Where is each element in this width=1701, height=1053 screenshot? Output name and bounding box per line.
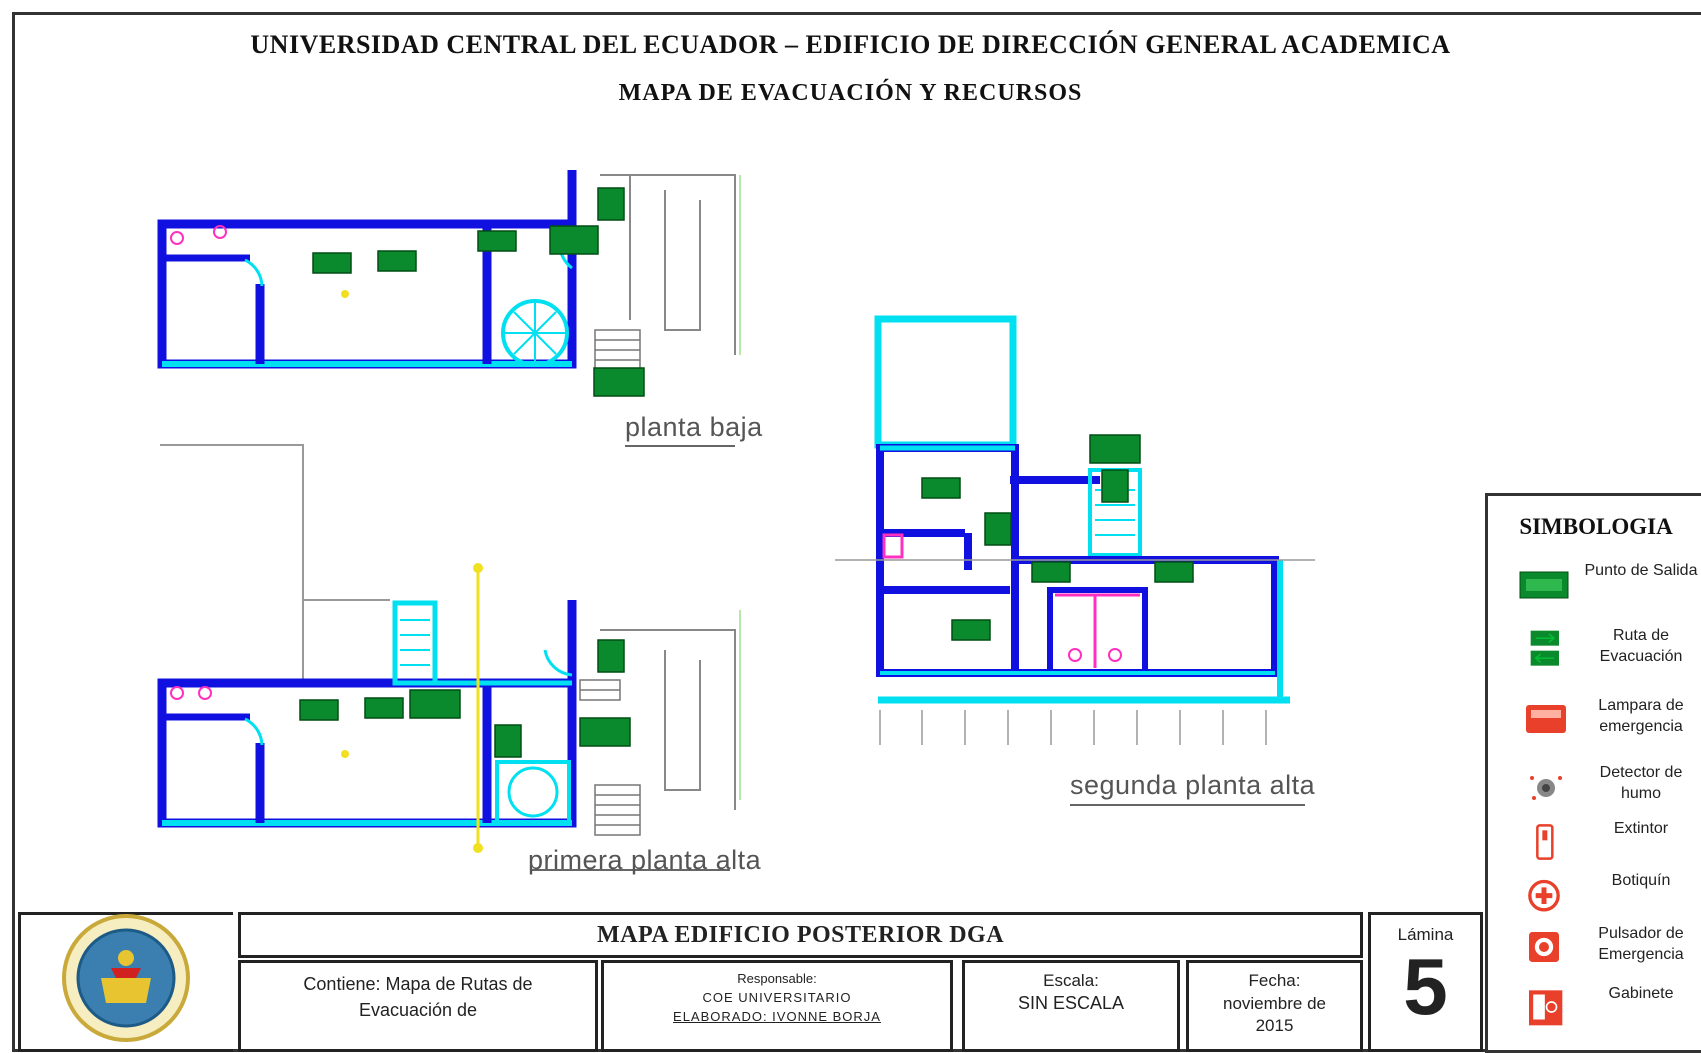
ground-floor-plan [157,170,741,447]
legend-item-emergency-lamp: Lampara de emergencia [1488,691,1701,751]
smoke-detector-icon [1530,776,1562,800]
legend-label: Ruta de Evacuación [1599,627,1683,665]
legend-item-exit-point: Punto de Salida [1488,556,1701,616]
map-name-cell: MAPA EDIFICIO POSTERIOR DGA [238,912,1363,958]
sheet-cell: Lámina 5 [1368,912,1483,1052]
second-floor-label: segunda planta alta [1070,770,1316,800]
contains-text: Contiene: Mapa de Rutas de Evacuación de [303,974,533,1020]
date-cell: Fecha: noviembre de 2015 [1186,960,1363,1052]
first-floor-plan [157,444,741,871]
first-floor-label: primera planta alta [528,845,762,875]
responsible-name: COE UNIVERSITARIO [702,990,852,1005]
evacuation-route-icon [1530,630,1559,666]
date-value: noviembre de 2015 [1222,994,1326,1035]
legend-item-first-aid: Botiquín [1488,866,1701,926]
sheet-label: Lámina [1397,925,1454,944]
scale-value: SIN ESCALA [1017,993,1125,1013]
contains-cell: Contiene: Mapa de Rutas de Evacuación de [238,960,598,1052]
emergency-lamp-icon [1526,705,1566,733]
legend-item-evacuation-route: Ruta de Evacuación [1488,621,1701,681]
responsible-cell: Responsable: COE UNIVERSITARIO ELABORADO… [601,960,953,1052]
ground-floor-label: planta baja [625,412,763,442]
legend-label: Pulsador de Emergencia [1598,925,1684,963]
legend-label: Detector de humo [1599,764,1683,802]
legend-label: Gabinete [1608,985,1674,1002]
university-seal-logo [62,914,190,1042]
map-name: MAPA EDIFICIO POSTERIOR DGA [596,922,1005,948]
extinguisher-icon [1536,824,1554,860]
prepared-by: ELABORADO: IVONNE BORJA [673,1009,881,1024]
exit-point-icon [1519,571,1569,599]
legend-label: Punto de Salida [1584,562,1698,579]
logo-cell [18,912,233,1052]
map-subtitle: MAPA DE EVACUACIÓN Y RECURSOS [618,80,1083,106]
emergency-button-icon [1529,932,1559,962]
responsible-label: Responsable: [737,971,817,986]
scale-cell: Escala: SIN ESCALA [962,960,1180,1052]
cabinet-icon [1529,990,1563,1026]
legend-label: Extintor [1613,820,1669,837]
sheet-number: 5 [1403,942,1448,1031]
second-floor-plan [835,315,1315,806]
map-title: UNIVERSIDAD CENTRAL DEL ECUADOR – EDIFIC… [250,30,1451,59]
legend-label: Botiquín [1611,872,1671,889]
legend-label: Lampara de emergencia [1598,697,1684,735]
first-aid-icon [1528,879,1560,912]
date-label: Fecha: [1248,971,1301,990]
legend-item-extinguisher: Extintor [1488,814,1701,874]
legend-item-cabinet: Gabinete [1488,979,1701,1039]
scale-label: Escala: [1043,971,1099,990]
legend-title: SIMBOLOGIA [1519,514,1673,539]
legend-item-smoke-detector: Detector de humo [1488,758,1701,818]
legend-panel: SIMBOLOGIA Punto de Salida Ruta de Evacu… [1485,493,1701,1053]
legend-item-emergency-button: Pulsador de Emergencia [1488,919,1701,979]
